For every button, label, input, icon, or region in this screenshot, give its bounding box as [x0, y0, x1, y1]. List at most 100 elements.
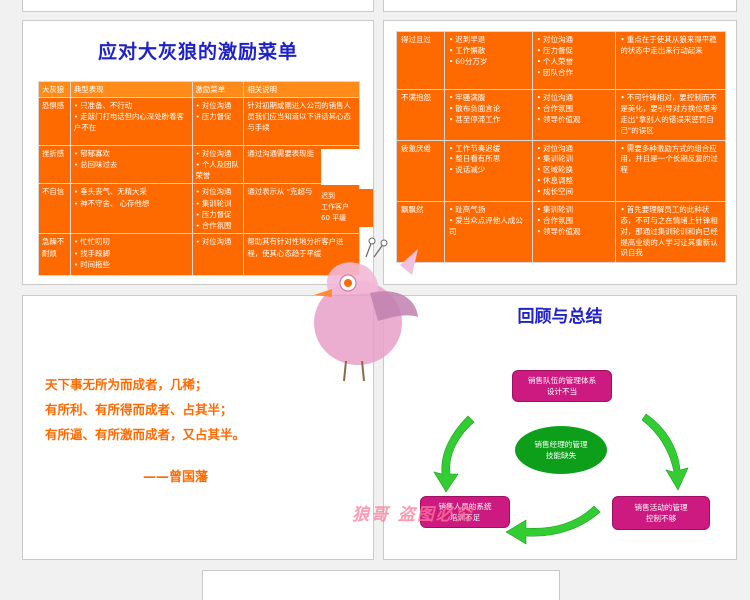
list-item: 集训轮训: [537, 154, 612, 165]
note-cell: 需要多种激励方式的组合应用，并且是一个长期反复的过程: [615, 139, 726, 202]
overlay-white-box: [321, 149, 373, 185]
list-item: 走敲门打电话但内心深处盼着客户不在: [74, 111, 189, 133]
node-label: 销售经理的管理: [534, 439, 588, 449]
wolf-cell: 疲惫厌倦: [396, 139, 445, 202]
header-cell: 相关说明: [243, 80, 360, 99]
cycle-arrows: [433, 413, 689, 545]
wolf-cell: 不自信: [38, 183, 71, 235]
list-item: 工作懈散: [449, 46, 528, 57]
overlay-line: 迟到: [321, 192, 335, 200]
wolf-cell: 飘飘然: [396, 200, 445, 264]
list-item: 甚至停滞工作: [449, 115, 528, 126]
header-cell: 激励菜单: [191, 80, 245, 99]
header-cell: 典型表现: [69, 80, 193, 99]
previous-slide-edge-right: [383, 0, 737, 12]
overlay-text: 迟到 工作客户 60 平缓: [319, 189, 373, 227]
list-item: 重点在于使其从狼来得平稳的状态中走出来行动起来: [620, 35, 721, 57]
list-item: 说话减少: [449, 165, 528, 176]
node-label: 销售活动的管理: [634, 502, 688, 512]
node-label: 销售人员的系统: [438, 501, 492, 511]
list-item: 个人及团队荣誉: [196, 159, 241, 181]
wolf-cell: 挫折感: [38, 145, 71, 185]
incentive-table: 大灰狼 典型表现 激励菜单 相关说明 恐惧感 只准备、不行动 走敲门打电话但内心…: [38, 80, 360, 277]
wolf-cell: 急躁不耐烦: [38, 233, 71, 277]
note-cell: 重点在于使其从狼来得平稳的状态中走出来行动起来: [615, 31, 726, 90]
overlay-line: 60 平缓: [321, 214, 347, 223]
quote-line: 天下事无所为而成者，几稀；: [45, 377, 208, 392]
slide-review-summary[interactable]: 回顾与总结 销售队伍的管理体系 设计不当 销售经理的管理 技能缺失 销售人员的系…: [383, 295, 737, 560]
watermark-text: 狼哥 盗图必究: [352, 505, 474, 525]
node-management-system: 销售队伍的管理体系 设计不当: [512, 370, 612, 402]
list-item: 牢骚满腹: [449, 93, 528, 104]
slide-quote[interactable]: 天下事无所为而成者，几稀； 有所利、有所得而成者、占其半； 有所逼、有所激而成者…: [22, 295, 374, 560]
slide-title: 回顾与总结: [517, 307, 603, 327]
list-item: 成长空间: [537, 187, 612, 198]
quote-line: 有所逼、有所激而成者，又占其半。: [45, 427, 246, 442]
list-item: 需要多种激励方式的组合应用，并且是一个长期反复的过程: [620, 144, 721, 177]
list-item: 压力督促: [196, 111, 241, 122]
node-label: 控制不够: [645, 514, 677, 523]
list-item: 领导价值观: [537, 115, 612, 126]
list-item: 对位沟通: [196, 100, 241, 111]
quote-line: 有所利、有所得而成者、占其半；: [45, 402, 233, 417]
node-label: 设计不当: [546, 387, 578, 396]
symptom-cell: 趾高气扬 爱当众点评他人成公司: [443, 200, 533, 264]
slide-incentive-menu-continued[interactable]: 得过且过 迟到早退 工作懈散 60分万岁 对位沟通 压力督促 个人荣誉 团队合作…: [383, 20, 737, 285]
table-row: 挫折感 郁郁寡欢 总回味过去 对位沟通 个人及团队荣誉 通过沟通需要表现能: [38, 145, 360, 185]
list-item: 找手跺脚: [74, 248, 189, 259]
list-item: 对位沟通: [196, 236, 241, 247]
node-activity-control: 销售活动的管理 控制不够: [612, 496, 710, 530]
list-item: 散布负面言论: [449, 104, 528, 115]
next-slide-edge[interactable]: [202, 570, 560, 600]
symptom-cell: 只准备、不行动 走敲门打电话但内心深处盼着客户不在: [69, 97, 193, 147]
list-item: 对位沟通: [537, 93, 612, 104]
menu-cell: 对位沟通: [191, 233, 245, 277]
symptom-cell: 忙忙叨叨 找手跺脚 时间拖些: [69, 233, 193, 277]
node-training: 销售人员的系统 培训不足: [420, 496, 510, 528]
list-item: 领导价值观: [537, 227, 612, 238]
list-item: 神不守舍、 心存他想: [74, 198, 189, 209]
list-item: 不可针锋相对，要控制而不是美化，要引导对方换位思考走出"拿别人的错误来惩罚自己"…: [620, 93, 721, 137]
slide-incentive-menu[interactable]: 应对大灰狼的激励菜单 大灰狼 典型表现 激励菜单 相关说明 恐惧感 只准备、不行…: [22, 20, 374, 285]
table-header-row: 大灰狼 典型表现 激励菜单 相关说明: [38, 80, 360, 99]
slide-title: 应对大灰狼的激励菜单: [97, 41, 298, 63]
symptom-cell: 工作节奏迟缓 整日看有所思 说话减少: [443, 139, 533, 202]
list-item: 集训轮训: [537, 205, 612, 216]
menu-cell: 对位沟通 个人及团队荣誉: [191, 145, 245, 185]
list-item: 只准备、不行动: [74, 100, 189, 111]
overlay-line: 工作客户: [321, 203, 349, 212]
incentive-table: 得过且过 迟到早退 工作懈散 60分万岁 对位沟通 压力督促 个人荣誉 团队合作…: [396, 31, 726, 264]
menu-cell: 集训轮训 合作氛围 领导价值观: [531, 200, 617, 264]
table-row: 得过且过 迟到早退 工作懈散 60分万岁 对位沟通 压力督促 个人荣誉 团队合作…: [396, 31, 726, 90]
menu-cell: 对位沟通 合作氛围 领导价值观: [531, 89, 617, 141]
list-item: 合作氛围: [537, 104, 612, 115]
list-item: 郁郁寡欢: [74, 148, 189, 159]
list-item: 爱当众点评他人成公司: [449, 216, 528, 238]
table-row: 疲惫厌倦 工作节奏迟缓 整日看有所思 说话减少 对位沟通 集训轮训 区域轮换 休…: [396, 139, 726, 202]
wolf-cell: 不满抱怨: [396, 89, 445, 141]
list-item: 时间拖些: [74, 259, 189, 270]
list-item: 对位沟通: [537, 144, 612, 155]
menu-cell: 对位沟通 集训轮训 压力督促 合作氛围: [191, 183, 245, 235]
list-item: 工作节奏迟缓: [449, 144, 528, 155]
list-item: 首先要理解员工的此种状态，不可与之在情绪上针锋相对，那通过集训轮训和向已经提高业…: [620, 205, 721, 259]
list-item: 团队合作: [537, 68, 612, 79]
note-cell: 不可针锋相对，要控制而不是美化，要引导对方换位思考走出"拿别人的错误来惩罚自己"…: [615, 89, 726, 141]
node-label: 培训不足: [449, 513, 481, 522]
node-label: 销售队伍的管理体系: [527, 375, 597, 385]
arrow-left-down: [433, 415, 475, 493]
list-item: 区域轮换: [537, 165, 612, 176]
list-item: 迟到早退: [449, 35, 528, 46]
list-item: 总回味过去: [74, 159, 189, 170]
header-cell: 大灰狼: [38, 80, 71, 99]
menu-cell: 对位沟通 集训轮训 区域轮换 休息调整 成长空间: [531, 139, 617, 202]
quote-author: ——曾国藩: [143, 470, 209, 485]
node-manager-skills: 销售经理的管理 技能缺失: [515, 426, 607, 474]
list-item: 合作氛围: [196, 220, 241, 231]
note-cell: 针对初期或刚进入公司的销售人员我们应当知道以下讲话其心态与手续: [243, 97, 360, 147]
table-row: 不满抱怨 牢骚满腹 散布负面言论 甚至停滞工作 对位沟通 合作氛围 领导价值观 …: [396, 89, 726, 141]
list-item: 趾高气扬: [449, 205, 528, 216]
list-item: 60分万岁: [449, 57, 528, 68]
symptom-cell: 迟到早退 工作懈散 60分万岁: [443, 31, 533, 90]
list-item: 合作氛围: [537, 216, 612, 227]
